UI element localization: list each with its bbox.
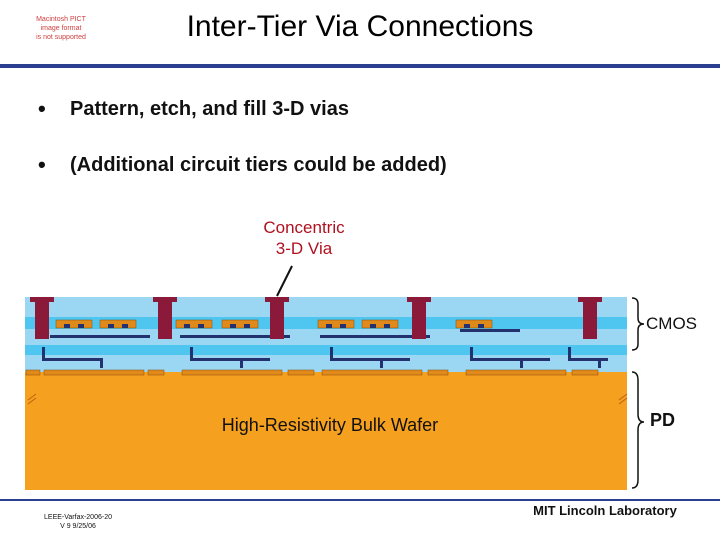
footer-organization: MIT Lincoln Laboratory xyxy=(533,503,677,518)
via xyxy=(412,297,426,339)
oxide-layer-bottom xyxy=(25,355,627,372)
via xyxy=(35,297,49,339)
unsupported-image-placeholder: Macintosh PICT image format is not suppo… xyxy=(30,15,92,42)
oxide-layer-top xyxy=(25,297,627,317)
via xyxy=(583,297,597,339)
via xyxy=(158,297,172,339)
title-rule xyxy=(0,64,720,68)
bullet-text: (Additional circuit tiers could be added… xyxy=(70,153,447,176)
cmos-label: CMOS xyxy=(646,314,697,333)
footer-rule xyxy=(0,499,720,501)
via-group xyxy=(30,297,602,339)
footer-reference: LEEE-Varfax-2006-20 V 9 9/25/06 xyxy=(28,513,128,531)
bullet-text: Pattern, etch, and fill 3-D vias xyxy=(70,97,349,120)
placeholder-line: is not supported xyxy=(36,34,86,41)
callout-line: 3-D Via xyxy=(275,239,333,258)
pd-brace xyxy=(631,371,645,489)
upper-metal-group xyxy=(50,319,520,338)
pd-label: PD xyxy=(650,410,676,430)
cmos-brace xyxy=(631,297,645,351)
bullet-item: • Pattern, etch, and fill 3-D vias xyxy=(38,94,447,124)
lower-metal-group xyxy=(25,347,608,376)
placeholder-line: image format xyxy=(40,25,82,32)
bulk-wafer xyxy=(25,372,627,490)
concentric-via-callout: Concentric 3-D Via xyxy=(234,217,374,259)
bond-layer-cyan xyxy=(25,345,627,355)
bullet-list: • Pattern, etch, and fill 3-D vias • (Ad… xyxy=(38,94,447,206)
bullet-item: • (Additional circuit tiers could be add… xyxy=(38,150,447,180)
callout-line: Concentric xyxy=(263,218,345,237)
bullet-dot-icon: • xyxy=(38,96,46,121)
concentric-via xyxy=(270,297,284,339)
break-marks xyxy=(27,393,628,405)
bullet-dot-icon: • xyxy=(38,152,46,177)
placeholder-line: Macintosh PICT xyxy=(36,16,86,23)
footer-ref-line: V 9 9/25/06 xyxy=(60,523,96,530)
bulk-wafer-label: High-Resistivity Bulk Wafer xyxy=(221,415,439,435)
footer-ref-line: LEEE-Varfax-2006-20 xyxy=(44,514,112,521)
slide-title: Inter-Tier Via Connections xyxy=(186,10,534,43)
callout-arrow xyxy=(276,265,293,297)
